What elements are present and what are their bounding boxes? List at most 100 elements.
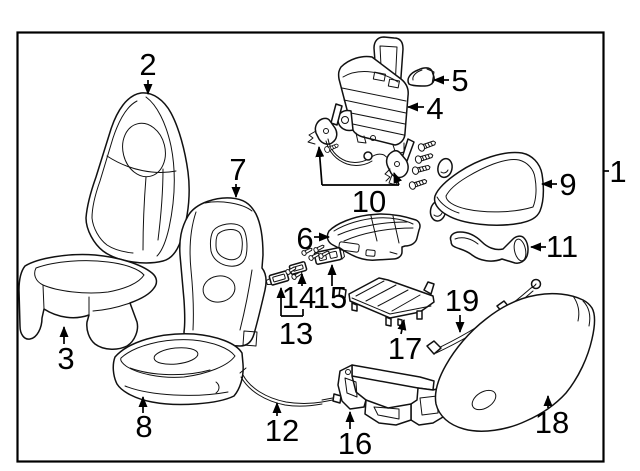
part-4-seatback-frame	[337, 36, 409, 155]
part-2-seatback-cushion-s15	[122, 122, 166, 178]
callout-label-16: 16	[338, 426, 372, 461]
part-3-seat-cushion-s29	[18, 253, 158, 350]
part-7-seatback-cushion-small-s23	[239, 269, 253, 331]
part-9-armrest-s113	[436, 196, 460, 214]
part-11-handle	[449, 231, 529, 264]
part-2-seatback-cushion-s17	[142, 176, 147, 251]
grommet-s77	[433, 212, 443, 217]
part-15-bracket	[313, 246, 345, 265]
callout-label-2: 2	[139, 47, 156, 82]
part-2-seatback-cushion-s18	[157, 168, 164, 241]
part-8-seat-cushion-s38	[129, 367, 211, 376]
part-12-wire-s146	[239, 367, 247, 374]
callout-label-11: 11	[546, 229, 578, 264]
part-15-bracket-s102	[338, 246, 345, 260]
part-6-seat-pan-s83	[326, 213, 421, 261]
part-5-recliner-handle-s80	[412, 69, 423, 81]
callout-label-8: 8	[135, 409, 152, 444]
part-13-clip	[265, 270, 290, 286]
part-10-recliner-assembly-s56	[314, 117, 338, 145]
part-2-seatback-cushion-s12	[85, 92, 190, 264]
part-19-rod-s130	[530, 283, 537, 289]
part-2-seatback-cushion-s14	[145, 96, 175, 257]
part-3-seat-cushion-s33	[42, 284, 45, 310]
part-10-recliner-assembly-s63	[385, 149, 409, 179]
part-3-seat-cushion	[18, 253, 158, 350]
part-18-side-shield-s151	[572, 295, 580, 322]
part-7-seatback-cushion-small-s25	[215, 229, 243, 261]
callout-leader-17	[397, 319, 407, 335]
part-4-seatback-frame-s47	[372, 71, 386, 82]
part-6-seat-pan-s84	[333, 217, 414, 232]
part-16-riser-bracket-s135	[351, 364, 435, 391]
part-4-seatback-frame-s51	[370, 135, 376, 141]
part-8-seat-cushion-s35	[112, 333, 244, 406]
callout-label-19: 19	[445, 283, 479, 318]
part-13-clip-s94	[265, 278, 272, 285]
part-7-seatback-cushion-small-s21	[204, 201, 253, 212]
callout-label-1: 1	[609, 154, 626, 189]
callout-label-12: 12	[265, 413, 299, 448]
part-9-armrest-s111	[433, 151, 545, 226]
callout-label-15: 15	[313, 280, 347, 315]
part-5-recliner-handle-s81	[426, 68, 435, 85]
bolt	[413, 151, 435, 165]
callout-label-18: 18	[535, 405, 569, 440]
callout-label-10: 10	[352, 184, 386, 219]
part-16-riser-bracket-s138	[345, 369, 351, 375]
callout-label-3: 3	[57, 341, 74, 376]
part-7-seatback-cushion-small-s27	[242, 330, 258, 347]
part-10-recliner-assembly-s64	[394, 161, 400, 167]
part-1-border-frame	[16, 31, 605, 463]
part-5-recliner-handle	[407, 67, 435, 87]
part-10-recliner-assembly-s57	[323, 128, 329, 134]
part-6-seat-pan-s88	[338, 241, 360, 253]
part-8-seat-cushion-s39	[124, 385, 229, 396]
part-5-recliner-handle-s79	[407, 67, 435, 87]
part-16-riser-bracket-s134	[332, 393, 342, 404]
callout-leader-10	[393, 172, 402, 186]
callout-leader-10	[315, 146, 325, 186]
callout-label-14: 14	[282, 280, 316, 315]
part-18-side-shield-s149	[471, 389, 497, 411]
callout-label-7: 7	[229, 152, 246, 187]
part-9-armrest	[433, 151, 545, 226]
part-7-seatback-cushion-small-s22	[189, 211, 197, 331]
part-8-seat-cushion	[112, 333, 244, 406]
callout-label-9: 9	[559, 167, 576, 202]
part-18-side-shield	[434, 292, 596, 432]
part-16-riser-bracket-s140	[419, 395, 439, 416]
grommet	[437, 157, 453, 179]
callout-label-17: 17	[388, 331, 422, 366]
bolt	[407, 176, 429, 191]
part-7-seatback-cushion-small-s24	[209, 223, 248, 267]
part-4-seatback-frame-s46	[341, 87, 407, 136]
part-17-seat-adjuster-s123	[338, 287, 347, 299]
grommet-s74	[440, 169, 449, 174]
part-6-seat-pan-s85	[337, 221, 408, 236]
part-4-seatback-frame-s48	[387, 78, 400, 89]
part-6-seat-pan	[326, 213, 421, 261]
part-7-seatback-cushion-small-s26	[202, 275, 236, 303]
part-4-seatback-frame-s53	[355, 132, 367, 144]
part-8-seat-cushion-s36	[120, 339, 236, 378]
part-10-recliner-assembly-s65	[384, 168, 391, 182]
part-16-riser-bracket	[321, 364, 451, 426]
part-19-rod-s128	[426, 340, 442, 355]
part-6-seat-pan-s87	[370, 215, 400, 244]
part-12-wire-s144	[242, 374, 323, 404]
part-8-seat-cushion-s37	[153, 347, 199, 365]
part-16-riser-bracket-s142	[373, 406, 400, 420]
part-10-recliner-assembly-s58	[307, 130, 317, 145]
part-6-seat-pan-s90	[389, 251, 398, 255]
part-6-seat-pan-s86	[343, 227, 414, 242]
part-8-seat-cushion-s40	[215, 381, 220, 394]
part-7-seatback-cushion-small	[179, 197, 267, 347]
part-17-seat-adjuster	[338, 277, 435, 327]
part-4-seatback-frame-s44	[337, 55, 409, 146]
part-17-seat-adjuster-s120	[355, 280, 421, 312]
callout-label-4: 4	[426, 91, 443, 126]
part-11-handle-s115	[449, 231, 529, 264]
